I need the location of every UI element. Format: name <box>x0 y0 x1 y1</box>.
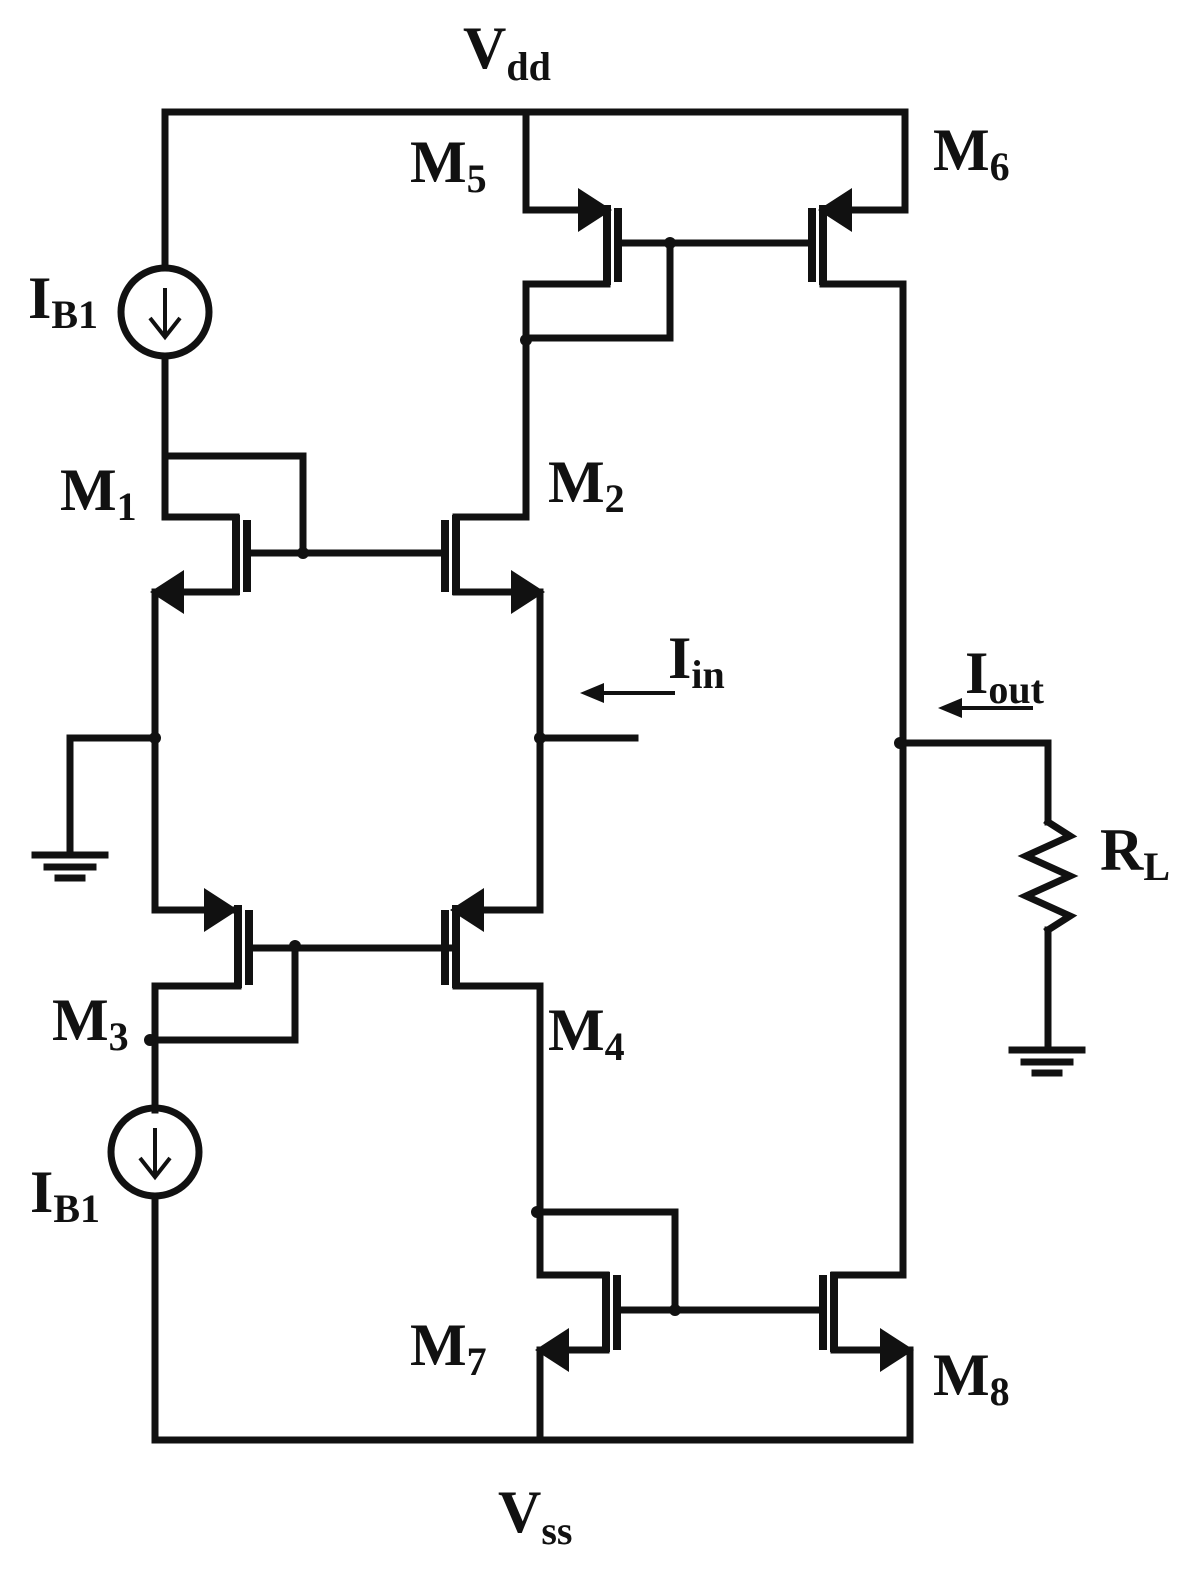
m4-label: M4 <box>548 997 625 1069</box>
transistor-m8 <box>819 1271 914 1444</box>
resistor-rl <box>1017 817 1079 1052</box>
vdd-label: Vdd <box>463 15 551 89</box>
transistor-m5 <box>520 108 816 346</box>
ib1-top-label: IB1 <box>28 265 98 337</box>
ib1-bottom-label: IB1 <box>30 1159 100 1231</box>
m3-label: M3 <box>52 987 129 1059</box>
input-node <box>534 588 675 914</box>
transistor-m1 <box>150 515 449 614</box>
m2-label: M2 <box>548 449 625 521</box>
transistor-m4 <box>441 888 544 1279</box>
m5-label: M5 <box>410 129 487 201</box>
iout-label: Iout <box>965 640 1045 712</box>
transistor-m6 <box>808 108 909 1279</box>
iin-label: Iin <box>668 625 725 697</box>
current-source-top <box>117 264 213 360</box>
transistor-m7 <box>531 1206 827 1444</box>
transistor-m3 <box>144 888 460 1114</box>
left-upper-branch <box>161 108 307 556</box>
m1-label: M1 <box>60 457 137 529</box>
vss-label: Vss <box>498 1479 572 1553</box>
m8-label: M8 <box>933 1342 1010 1414</box>
output-node <box>894 698 1052 826</box>
rl-label: RL <box>1100 817 1170 889</box>
left-node-ground <box>66 588 161 914</box>
ground-left-icon <box>31 851 109 882</box>
m7-label: M7 <box>410 1312 487 1384</box>
current-source-bottom <box>107 1104 203 1444</box>
ground-right-icon <box>1008 1046 1086 1077</box>
transistor-m2 <box>441 336 545 614</box>
m6-label: M6 <box>933 117 1010 189</box>
